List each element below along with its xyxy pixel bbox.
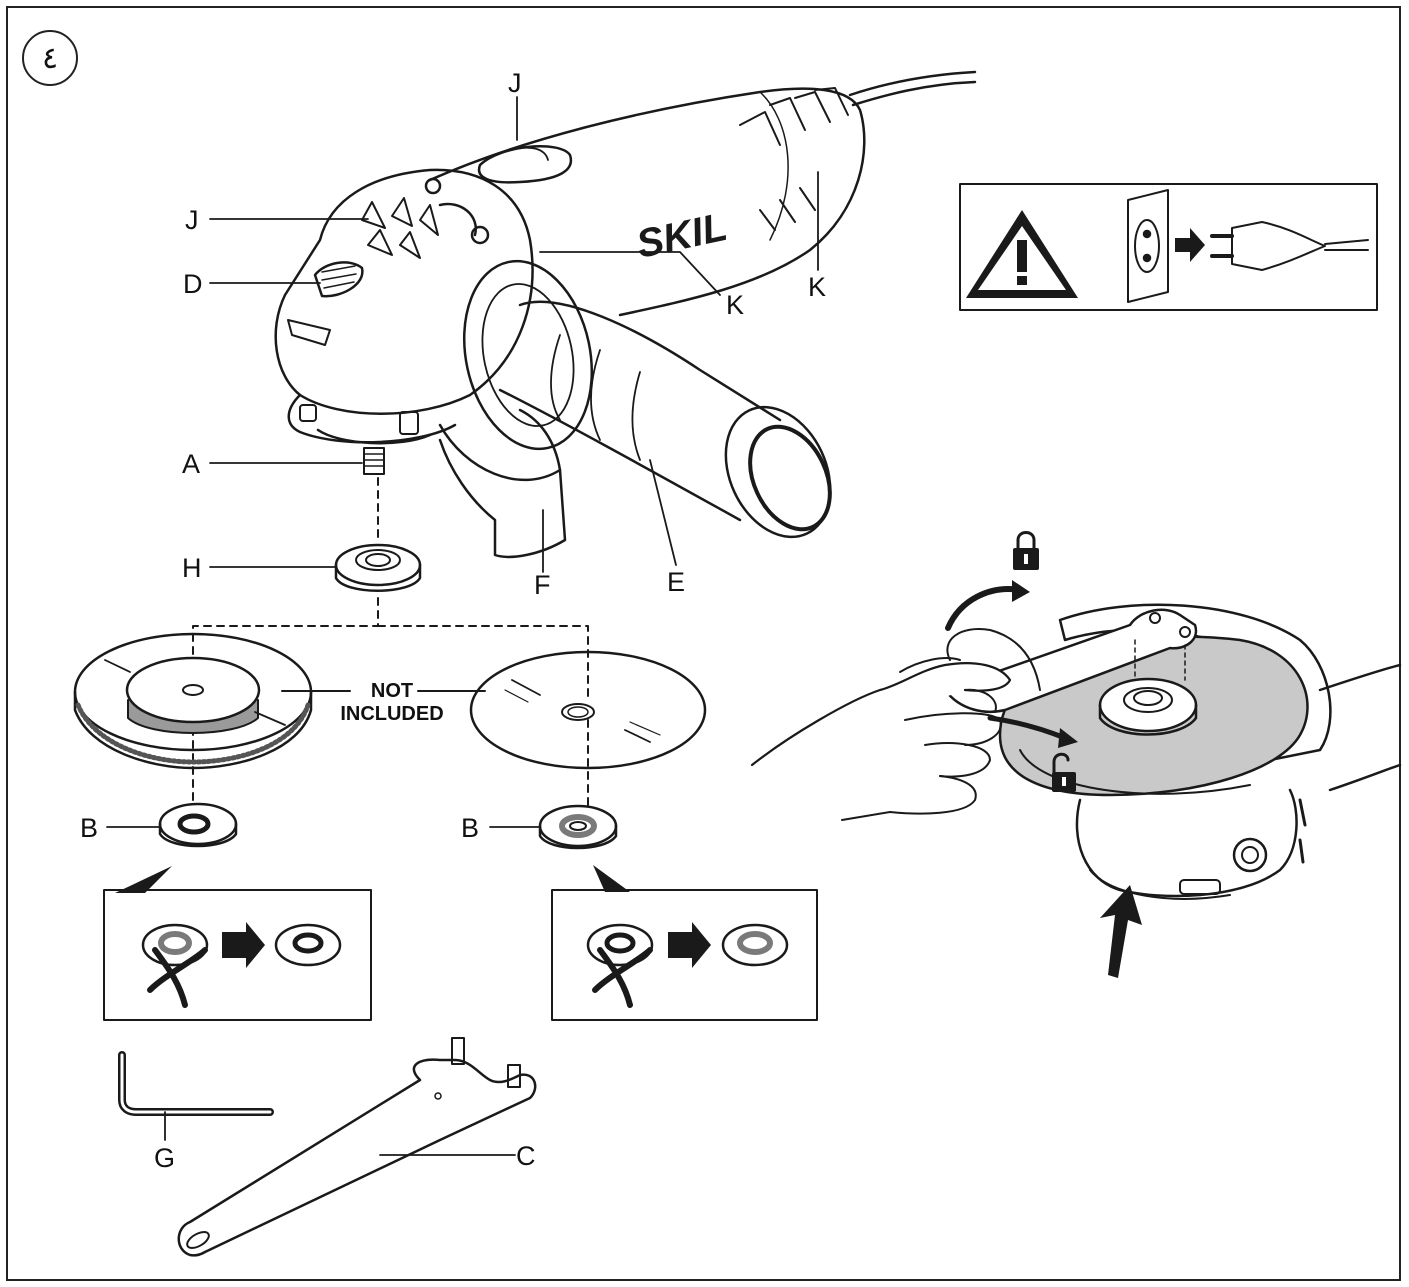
push-spindle-lock-arrow-icon: [1100, 885, 1142, 978]
figure-frame: [6, 6, 1401, 1281]
not-included-line1: NOT: [370, 680, 414, 702]
hex-key-g: [118, 1051, 274, 1116]
padlock-open-icon: [1052, 752, 1076, 792]
label-d: D: [183, 269, 203, 299]
label-f: F: [534, 570, 551, 600]
depressed-centre-disc: [73, 632, 313, 770]
safety-warning-box: [959, 183, 1378, 311]
warning-triangle-icon: [966, 210, 1078, 298]
label-h: H: [182, 553, 202, 583]
label-c: C: [516, 1141, 536, 1171]
label-k-right: K: [808, 272, 827, 302]
not-included-line2: INCLUDED: [340, 703, 444, 725]
spindle-a: [363, 447, 385, 475]
disc-installation-scene: [750, 580, 1402, 978]
label-b-left: B: [80, 813, 99, 843]
callout-pointer-right: [593, 865, 630, 892]
cutting-disc: [469, 650, 707, 770]
callout-pointer-left: [115, 866, 172, 893]
label-leaders: [106, 96, 819, 1156]
padlock-locked-icon: [1013, 531, 1039, 570]
inner-flange-h: [334, 543, 422, 592]
label-j-left: J: [185, 205, 199, 235]
label-k-mid: K: [726, 290, 745, 320]
pin-spanner-c: [177, 1037, 537, 1257]
label-a: A: [182, 449, 201, 479]
label-j-top: J: [508, 68, 522, 98]
angle-grinder-body: [274, 87, 866, 445]
side-handle-e: [462, 259, 832, 539]
label-e: E: [667, 567, 686, 597]
clamp-nut-b-left: [158, 802, 238, 848]
inset-flange-orientation-left: [103, 889, 372, 1021]
figure-number-badge: ٤: [22, 30, 78, 86]
label-g: G: [154, 1143, 176, 1173]
unplug-from-socket-icon: [1127, 189, 1369, 303]
power-cord: [848, 70, 977, 107]
label-b-right: B: [461, 813, 480, 843]
inset-flange-orientation-right: [551, 889, 818, 1021]
guard-f: [438, 408, 567, 559]
clamp-nut-b-right: [538, 804, 618, 850]
not-included-note: NOT INCLUDED: [326, 680, 458, 726]
brand-logo: SKIL: [633, 205, 731, 267]
